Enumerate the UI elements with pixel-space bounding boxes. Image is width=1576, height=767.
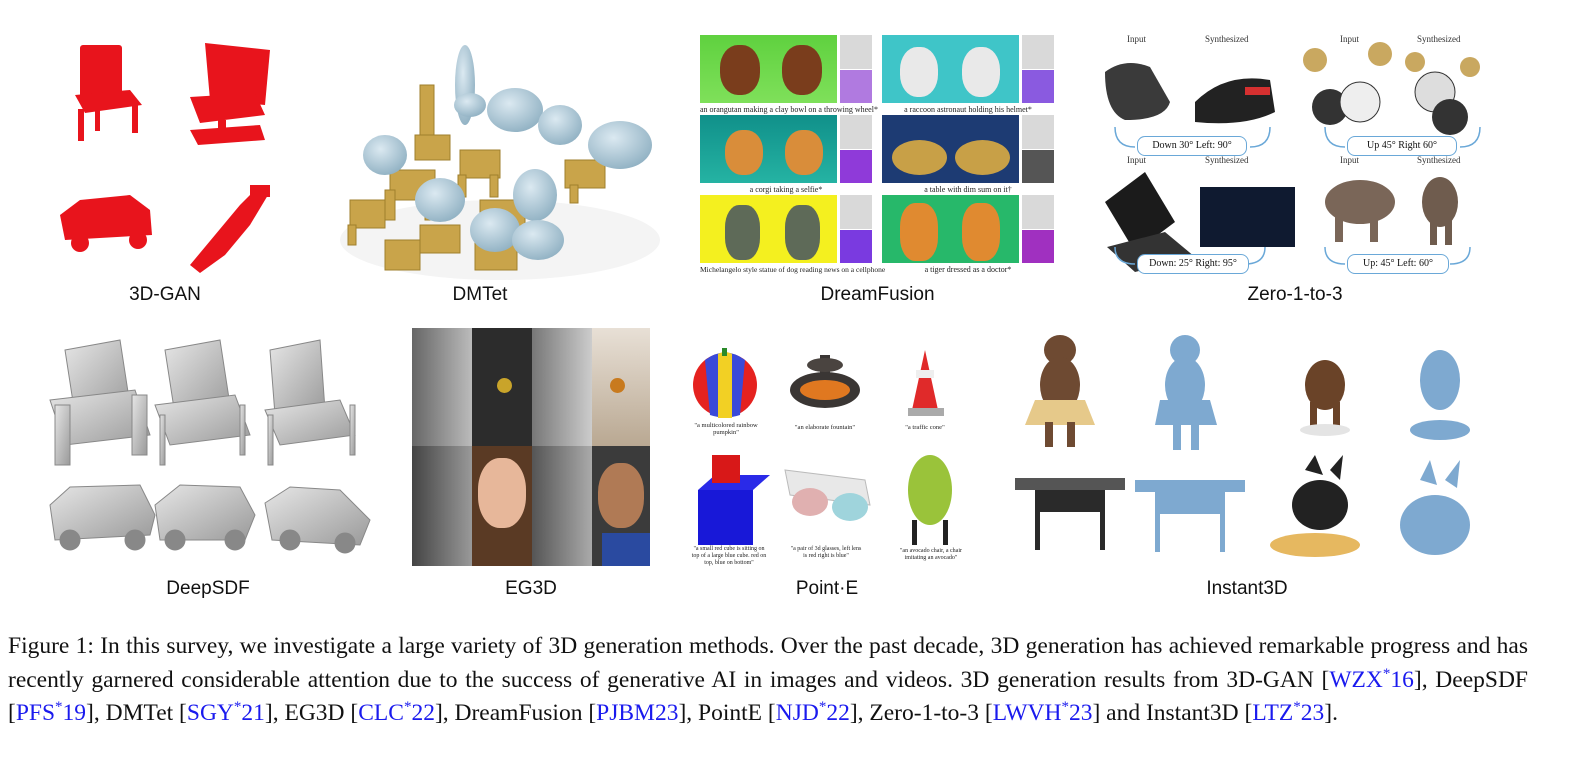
pointe-caption-2: "an elaborate fountain" <box>794 424 856 431</box>
panel-eg3d <box>412 328 650 566</box>
panel-label-3dgan: 3D-GAN <box>129 284 201 305</box>
panel-instant3d <box>1005 330 1490 570</box>
panel-deepsdf <box>40 335 375 570</box>
zero123-input-label-2: Input <box>1340 34 1359 44</box>
instant3d-objects <box>1015 335 1470 557</box>
citation-wzx16[interactable]: WZX*16 <box>1329 665 1414 693</box>
panel-label-instant3d: Instant3D <box>1206 578 1288 599</box>
citation-njd22[interactable]: NJD*22 <box>775 699 850 726</box>
panel-pointe: "a multicolored rainbow pumpkin" "an ela… <box>680 330 980 570</box>
zero123-view-4: Up: 45° Left: 60° <box>1347 254 1449 274</box>
caption-text: ], Zero-1-to-3 [ <box>849 700 993 726</box>
citation-ltz23[interactable]: LTZ*23 <box>1252 699 1325 726</box>
pointe-pointclouds <box>693 348 952 545</box>
caption-text: ], DeepSDF [ <box>8 666 1528 727</box>
caption-text: ] and Instant3D [ <box>1092 700 1253 726</box>
dreamfusion-caption-6: a tiger dressed as a doctor* <box>924 265 1012 274</box>
panel-dmtet <box>330 40 660 280</box>
dmtet-animal-meshes <box>340 45 660 280</box>
panel-label-dreamfusion: DreamFusion <box>820 284 935 305</box>
panel-label-pointe: Point·E <box>795 578 859 599</box>
panel-3dgan <box>50 35 295 275</box>
dreamfusion-caption-2: a raccoon astronaut holding his helmet* <box>904 105 1032 114</box>
zero123-view-1: Down 30° Left: 90° <box>1137 136 1247 156</box>
caption-text: ], DreamFusion [ <box>434 700 597 726</box>
zero123-synth-label-2: Synthesized <box>1417 34 1461 44</box>
zero123-view-2: Up 45° Right 60° <box>1347 136 1457 156</box>
pointe-caption-3: "a traffic cone" <box>905 424 945 431</box>
panel-dreamfusion: an orangutan making a clay bowl on a thr… <box>700 35 1055 275</box>
zero123-synth-label-4: Synthesized <box>1417 155 1461 165</box>
panel-label-dmtet: DMTet <box>452 284 508 305</box>
zero123-input-label-1: Input <box>1127 34 1146 44</box>
3dgan-voxel-shapes <box>60 43 270 273</box>
panel-label-eg3d: EG3D <box>505 578 557 599</box>
caption-text-lead: Figure 1: In this survey, we investigate… <box>8 633 1528 693</box>
zero123-synth-label-1: Synthesized <box>1205 34 1249 44</box>
panel-zero123: Input Synthesized Input Synthesized Inpu… <box>1095 32 1495 277</box>
citation-clc22[interactable]: CLC*22 <box>358 699 435 726</box>
dreamfusion-caption-1: an orangutan making a clay bowl on a thr… <box>700 105 878 114</box>
pointe-caption-6: "an avocado chair, a chair imitating an … <box>899 548 962 561</box>
panel-label-deepsdf: DeepSDF <box>166 578 250 599</box>
dreamfusion-caption-3: a corgi taking a selfie* <box>749 185 823 194</box>
pointe-caption-4: "a small red cube is sitting on top of a… <box>691 546 767 566</box>
caption-text: ]. <box>1324 700 1338 726</box>
zero123-synth-label-3: Synthesized <box>1205 155 1249 165</box>
deepsdf-chairs-and-cars <box>49 339 371 554</box>
zero123-view-3: Down: 25° Right: 95° <box>1137 254 1249 274</box>
pointe-caption-5: "a pair of 3d glasses, left lens is red … <box>790 546 862 559</box>
zero123-objects <box>1105 42 1481 272</box>
zero123-input-label-4: Input <box>1340 155 1359 165</box>
panel-label-zero123: Zero-1-to-3 <box>1247 284 1343 305</box>
citation-sgy21[interactable]: SGY*21 <box>186 699 265 726</box>
pointe-caption-1: "a multicolored rainbow pumpkin" <box>694 422 758 436</box>
caption-text: ], EG3D [ <box>264 700 359 726</box>
citation-pfs19[interactable]: PFS*19 <box>15 699 87 726</box>
figure-caption: Figure 1: In this survey, we investigate… <box>8 630 1528 731</box>
dreamfusion-caption-4: a table with dim sum on it† <box>924 185 1012 194</box>
dreamfusion-caption-5: Michelangelo style statue of dog reading… <box>700 265 886 274</box>
caption-text: ], DMTet [ <box>86 700 187 726</box>
citation-lwvh23[interactable]: LWVH*23 <box>992 699 1093 726</box>
zero123-input-label-3: Input <box>1127 155 1146 165</box>
citation-pjbm23[interactable]: PJBM23 <box>596 700 679 726</box>
caption-text: ], PointE [ <box>678 700 776 726</box>
